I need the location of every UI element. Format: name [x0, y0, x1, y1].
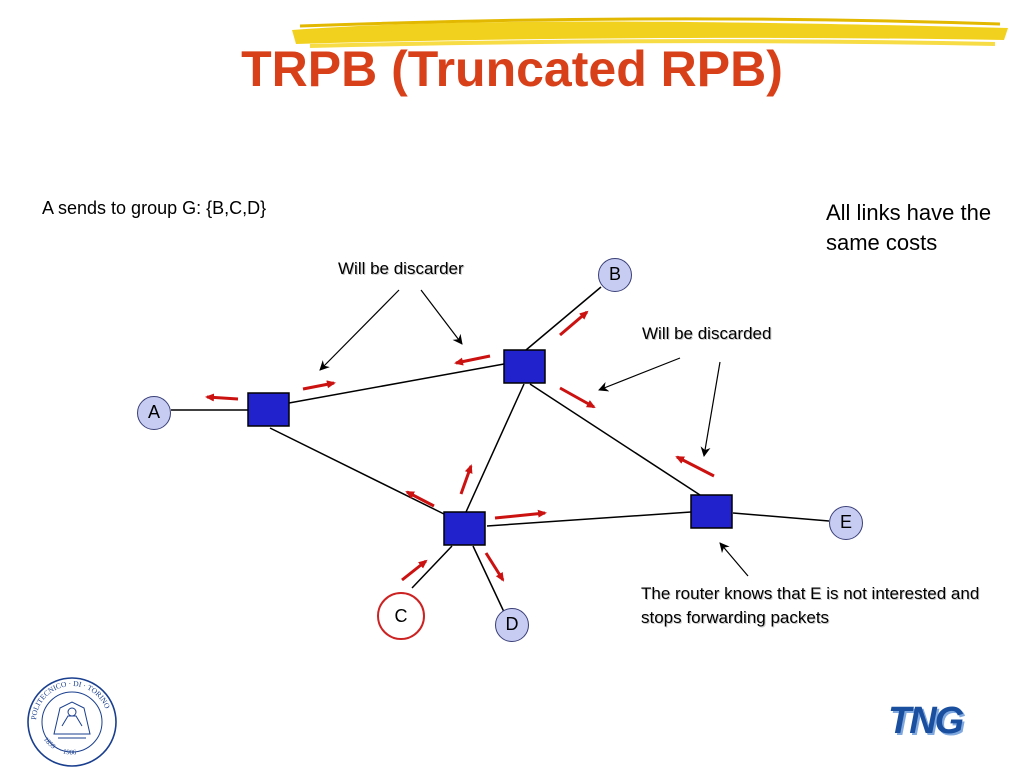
node-d: D [495, 608, 529, 642]
politecnico-seal-logo: POLITECNICO · DI · TORINO 1859 · · 1906 [27, 677, 117, 767]
node-a: A [137, 396, 171, 430]
routers [247, 349, 733, 546]
router-note: The router knows that E is not intereste… [641, 584, 980, 627]
pointer-arrow [319, 289, 400, 371]
router-1 [247, 392, 290, 427]
link-r2-r4 [529, 383, 701, 496]
tng-logo: TNG [888, 700, 964, 742]
pointer-arrow [598, 357, 681, 392]
node-b: B [598, 258, 632, 292]
link-r4-e [732, 512, 830, 522]
packet-arrows [205, 310, 715, 582]
packet-arrow [559, 386, 596, 409]
pointer-arrow [700, 361, 721, 457]
packet-arrow [302, 380, 336, 391]
packet-arrow [494, 509, 547, 520]
annotation-arrows [319, 289, 749, 577]
link-r2-b [525, 286, 602, 351]
svg-text:POLITECNICO · DI · TORINO: POLITECNICO · DI · TORINO [29, 679, 112, 720]
svg-text:1859 · · 1906: 1859 · · 1906 [42, 736, 77, 757]
link-r1-r2 [288, 363, 505, 404]
packet-arrow [405, 490, 435, 508]
packet-arrow [401, 559, 428, 582]
pointer-arrow [719, 542, 749, 577]
highlighter-stroke [292, 17, 1008, 48]
slide-title: TRPB (Truncated RPB) [241, 41, 783, 97]
discarded-label: Will be discarded [642, 324, 772, 343]
link-costs-note: All links have the same costs [826, 200, 992, 255]
router-2 [503, 349, 546, 384]
pointer-arrow [420, 289, 463, 345]
packet-arrow [459, 464, 473, 495]
group-description: A sends to group G: {B,C,D} [42, 198, 267, 218]
discarder-label: Will be discarder [338, 259, 464, 278]
link-r3-r4 [486, 511, 692, 527]
packet-arrow [675, 455, 715, 478]
packet-arrow [559, 310, 589, 337]
link-r3-d [472, 545, 505, 613]
link-r2-r3 [465, 383, 525, 513]
node-c: C [377, 592, 425, 640]
link-r1-r3 [269, 427, 447, 516]
packet-arrow [205, 393, 239, 402]
router-3 [443, 511, 486, 546]
router-4 [690, 494, 733, 529]
network-links [171, 286, 830, 613]
packet-arrow [454, 354, 491, 366]
packet-arrow [484, 552, 505, 582]
node-e: E [829, 506, 863, 540]
link-r3-c [411, 545, 453, 589]
